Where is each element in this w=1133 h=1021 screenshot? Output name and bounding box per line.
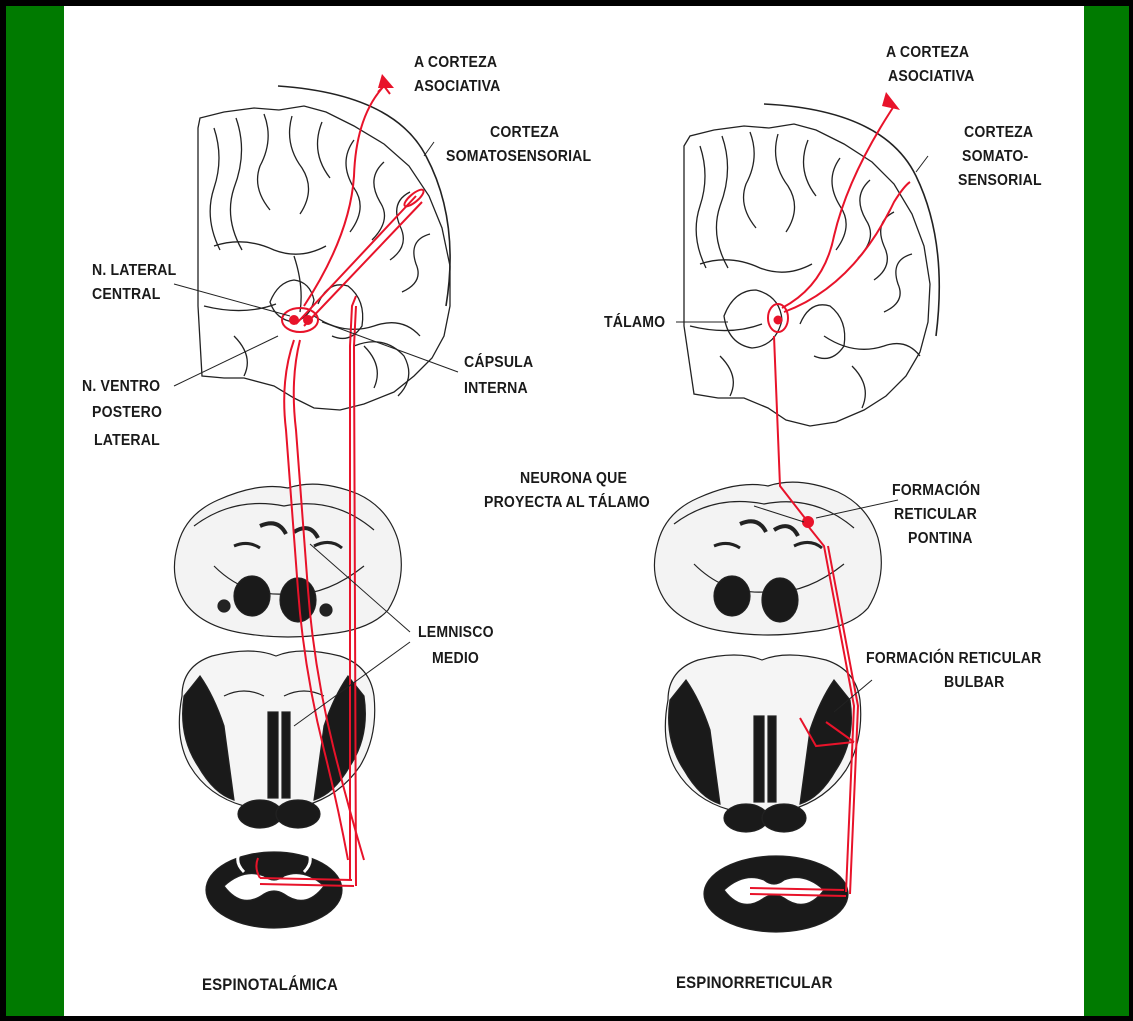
left-label-a-corteza: A CORTEZA: [414, 52, 497, 73]
right-label-formacion-reticular: FORMACIÓN RETICULAR: [866, 648, 1041, 669]
left-label-corteza: CORTEZA: [490, 122, 559, 143]
left-leader-lines: [174, 142, 458, 726]
left-label-n-lateral: N. LATERAL: [92, 260, 176, 281]
left-label-medio: MEDIO: [432, 648, 479, 669]
right-label-corteza: CORTEZA: [964, 122, 1033, 143]
right-pons-section: [654, 482, 881, 635]
left-pons-section: [174, 484, 401, 637]
right-green-border: [1084, 6, 1129, 1016]
left-green-border: [6, 6, 64, 1016]
left-label-capsula: CÁPSULA: [464, 352, 533, 373]
right-label-bulbar: BULBAR: [944, 672, 1005, 693]
right-label-pontina: PONTINA: [908, 528, 973, 549]
left-label-somatosensorial: SOMATOSENSORIAL: [446, 146, 591, 167]
right-caption-espinorreticular: ESPINORRETICULAR: [676, 972, 833, 993]
left-label-postero: POSTERO: [92, 402, 162, 423]
right-label-asociativa: ASOCIATIVA: [888, 66, 975, 87]
left-label-lemnisco: LEMNISCO: [418, 622, 494, 643]
left-label-n-ventro: N. VENTRO: [82, 376, 160, 397]
left-spinal-cord-section: [206, 852, 342, 928]
left-medulla-section: [179, 651, 374, 828]
left-label-lateral: LATERAL: [94, 430, 160, 451]
diagram-panel: A CORTEZA ASOCIATIVA CORTEZA SOMATOSENSO…: [64, 6, 1084, 1016]
right-cortex-section: [684, 104, 939, 426]
right-label-sensorial: SENSORIAL: [958, 170, 1042, 191]
right-label-formacion-pontina: FORMACIÓN: [892, 480, 980, 501]
left-label-interna: INTERNA: [464, 378, 528, 399]
right-label-proyecta-al-talamo: PROYECTA AL TÁLAMO: [484, 492, 650, 513]
left-caption-espinotalamica: ESPINOTALÁMICA: [202, 974, 338, 995]
right-label-talamo: TÁLAMO: [604, 312, 665, 333]
right-label-neurona-que: NEURONA QUE: [520, 468, 627, 489]
right-label-somato: SOMATO-: [962, 146, 1028, 167]
right-label-reticular-pontina: RETICULAR: [894, 504, 977, 525]
left-label-central: CENTRAL: [92, 284, 161, 305]
left-cortex-section: [198, 86, 450, 410]
left-label-asociativa: ASOCIATIVA: [414, 76, 501, 97]
right-label-a-corteza: A CORTEZA: [886, 42, 969, 63]
